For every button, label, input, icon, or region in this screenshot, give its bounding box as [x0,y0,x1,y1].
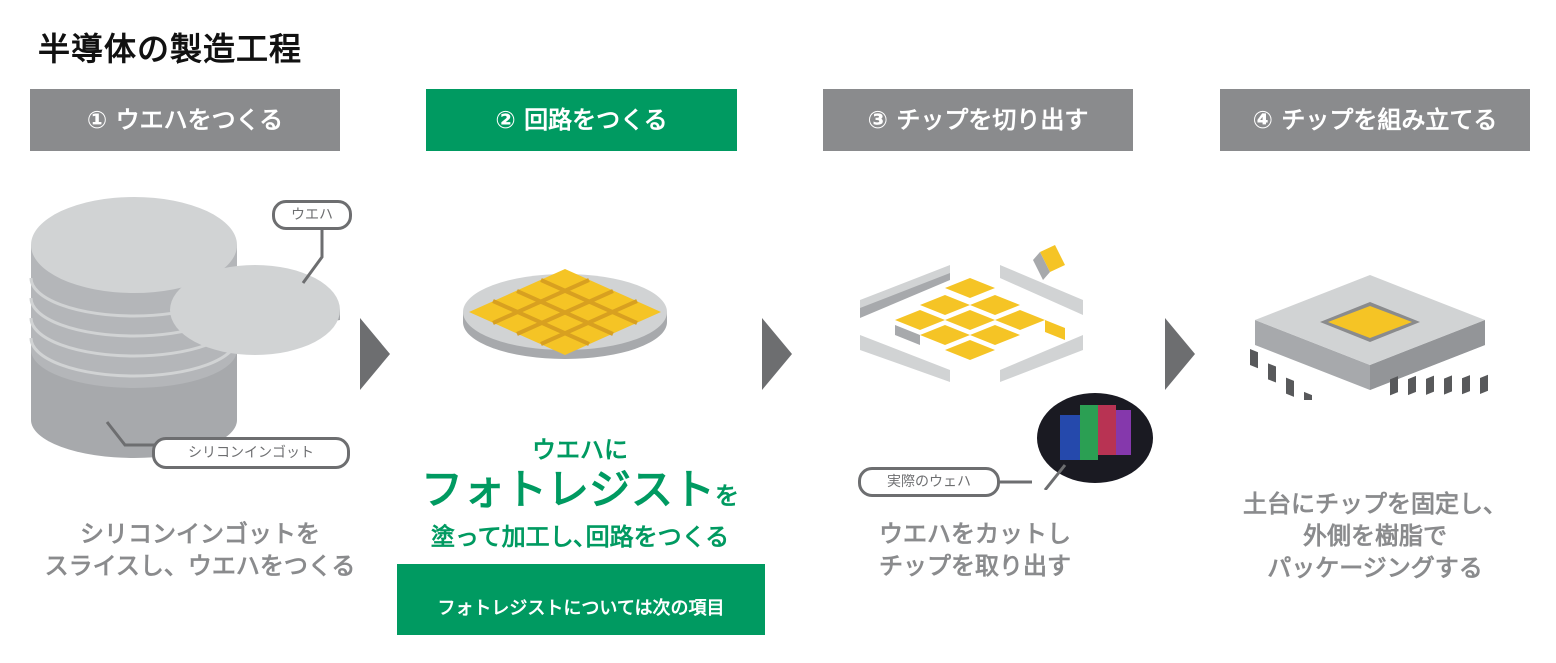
step-1-description: シリコンインゴットを スライスし、ウエハをつくる [20,518,380,582]
step-4-header: ④ チップを組み立てる [1220,89,1530,151]
photoresist-next-link[interactable]: フォトレジストについては次の項目 [397,564,765,635]
desc-line: ウエハをカットし [879,520,1071,548]
page-title: 半導体の製造工程 [38,30,303,68]
callout-silicon-ingot: シリコンインゴット [152,437,350,469]
wafer-circuit-icon [463,269,667,359]
real-wafer-photo [1037,393,1153,490]
packaged-chip-icon [1250,275,1488,400]
desc-line: スライスし、ウエハをつくる [44,552,356,580]
highlight-line-3: 塗って加工し､回路をつくる [430,523,730,551]
desc-line: シリコンインゴットを [80,520,320,548]
highlight-line-1: ウエハに [532,436,628,464]
next-arrow-icon [360,318,390,390]
highlight-line-2: フォトレジストを [400,462,760,524]
desc-line: パッケージングする [1267,554,1483,582]
step-4-description: 土台にチップを固定し、 外側を樹脂で パッケージングする [1210,488,1540,584]
desc-line: チップを取り出す [879,552,1071,580]
step-2-header: ② 回路をつくる [426,89,737,151]
highlight-suffix: を [715,482,739,510]
silicon-ingot-icon [29,197,340,458]
step-1-header: ① ウエハをつくる [30,89,340,151]
callout-actual-wafer: 実際のウェハ [858,467,1000,497]
desc-line: 外側を樹脂で [1303,522,1447,550]
callout-wafer: ウエハ [272,200,352,230]
next-arrow-icon [1165,318,1195,390]
step-3-header: ③ チップを切り出す [823,89,1133,151]
next-arrow-icon [762,318,792,390]
callout-leader-line [1000,480,1032,484]
desc-line: 土台にチップを固定し、 [1243,490,1507,518]
step-3-description: ウエハをカットし チップを取り出す [820,518,1130,582]
diced-wafer-icon [860,245,1083,382]
photoresist-text: フォトレジスト [420,465,715,514]
